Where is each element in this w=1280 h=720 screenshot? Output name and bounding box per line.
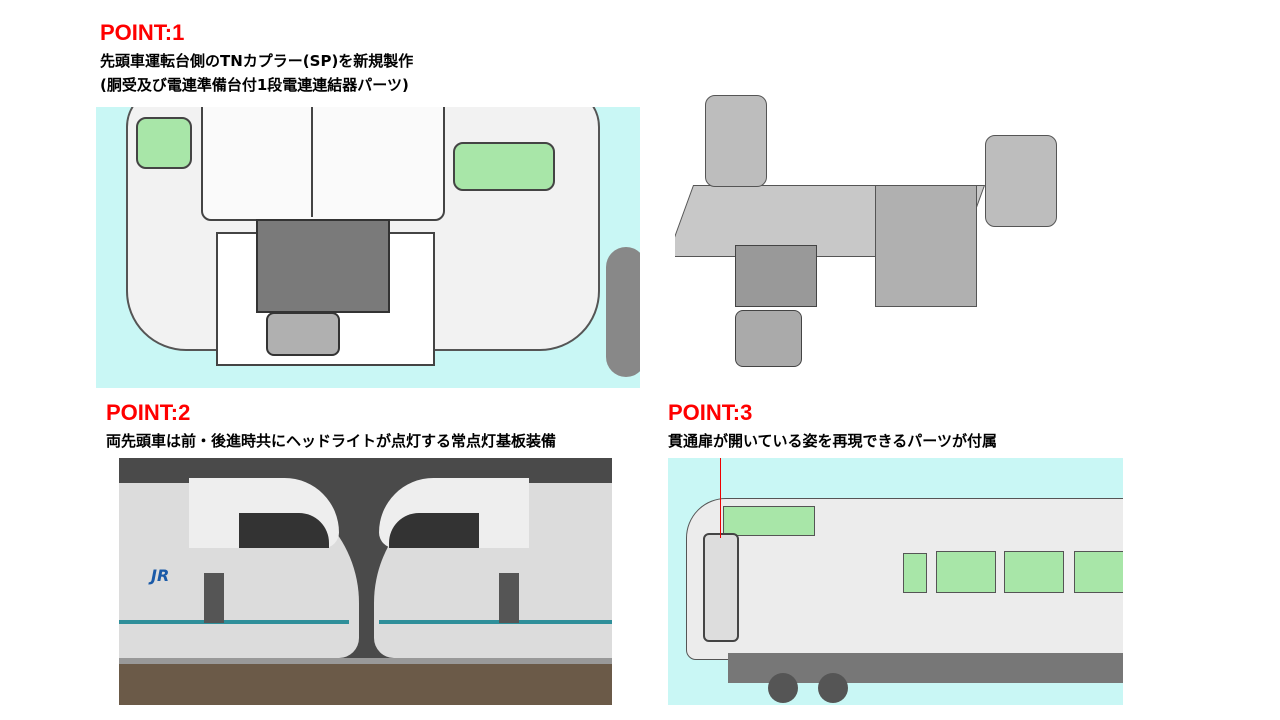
point-1-caption-line-1: 先頭車運転台側のTNカプラー(SP)を新規製作 [100,52,414,70]
headlight-photo-image: JR [119,458,612,705]
point-2-label: POINT:2 [106,400,191,425]
tn-coupler-render-image [675,85,1065,370]
cab-front-render-image [96,107,640,388]
point-2-caption-line-1: 両先頭車は前・後進時共にヘッドライトが点灯する常点灯基板装備 [106,432,557,450]
jr-logo: JR [151,566,170,585]
point-1-label: POINT:1 [100,20,185,45]
open-door-render-image [668,458,1123,705]
point-3-caption-line-1: 貫通扉が開いている姿を再現できるパーツが付属 [668,432,997,450]
point-1-caption-line-2: (胴受及び電連準備台付1段電連連結器パーツ) [100,76,409,94]
point-3-label: POINT:3 [668,400,753,425]
